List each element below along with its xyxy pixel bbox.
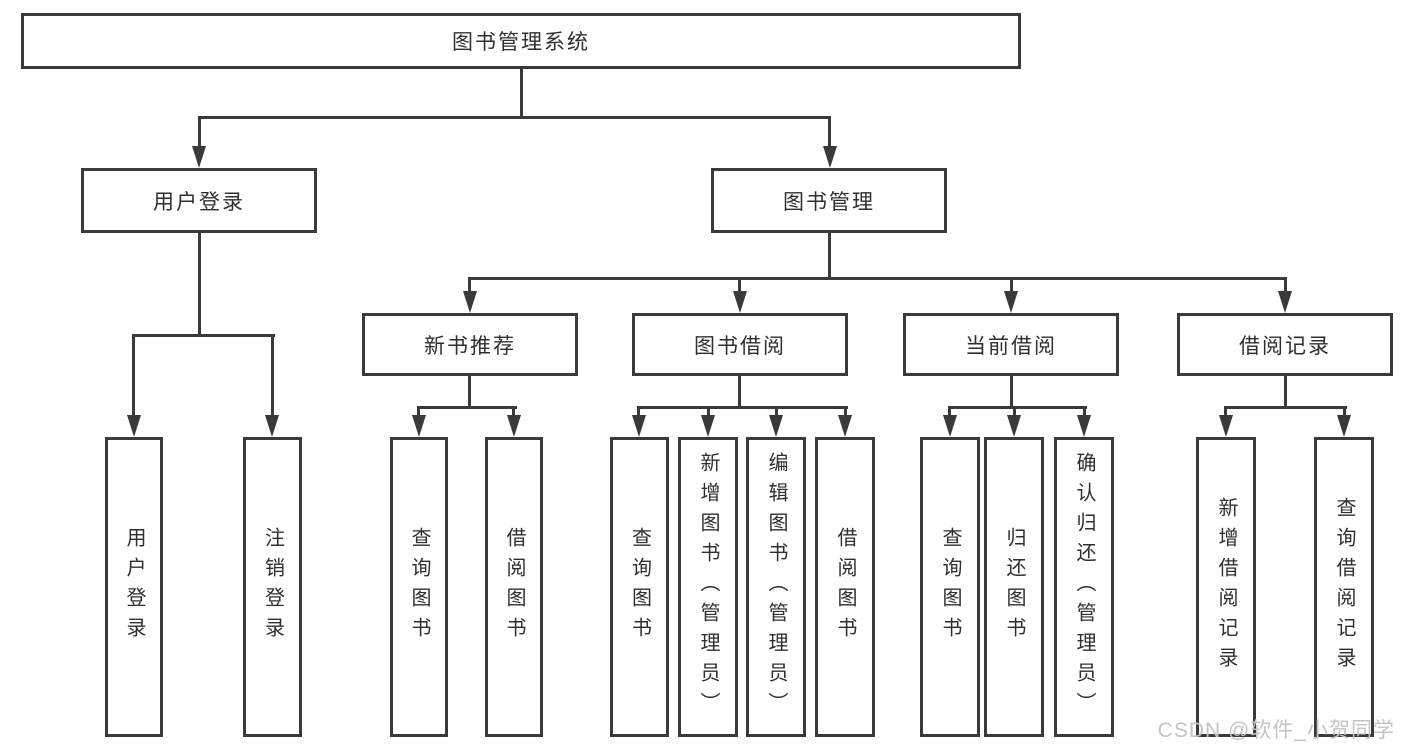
connector-line (828, 116, 831, 150)
connector-line (1284, 376, 1287, 409)
connector-line (132, 334, 135, 419)
leaf-edit-books-admin: 编辑图书（管理员） (746, 437, 806, 737)
leaf-query-books-recommend: 查询图书 (390, 437, 448, 737)
node-label: 借阅记录 (1239, 334, 1331, 358)
node-library-system: 图书管理系统 (21, 13, 1021, 69)
leaf-return-books: 归还图书 (984, 437, 1044, 737)
connector-line (417, 406, 517, 409)
arrow-down-icon (1219, 415, 1233, 437)
connector-line (468, 277, 471, 295)
arrow-down-icon (265, 415, 279, 437)
node-label: 查询图书 (408, 527, 430, 647)
node-label: 查询借阅记录 (1333, 497, 1355, 677)
node-book-borrowing: 图书借阅 (632, 313, 848, 376)
connector-line (512, 406, 515, 418)
connector-line (707, 406, 710, 418)
node-label: 当前借阅 (965, 334, 1057, 358)
connector-line (198, 116, 831, 119)
connector-line (1224, 406, 1347, 409)
connector-line (468, 277, 1287, 280)
connector-line (637, 406, 848, 409)
node-label: 用户登录 (123, 527, 145, 647)
connector-line (417, 406, 420, 418)
leaf-logout: 注销登录 (243, 437, 302, 737)
connector-line (198, 116, 201, 150)
leaf-confirm-return-admin: 确认归还（管理员） (1054, 437, 1114, 737)
connector-line (1013, 406, 1016, 418)
arrow-down-icon (838, 415, 852, 437)
arrow-down-icon (1278, 291, 1292, 313)
leaf-borrow-books-recommend: 借阅图书 (485, 437, 543, 737)
leaf-add-books-admin: 新增图书（管理员） (678, 437, 738, 737)
connector-line (468, 375, 471, 408)
node-label: 确认归还（管理员） (1073, 452, 1095, 722)
node-label: 借阅图书 (503, 527, 525, 647)
node-book-management: 图书管理 (711, 168, 947, 233)
node-label: 图书管理系统 (452, 31, 590, 54)
arrow-down-icon (463, 291, 477, 313)
connector-line (1010, 376, 1013, 409)
connector-line (1284, 277, 1287, 295)
node-label: 用户登录 (153, 190, 245, 214)
leaf-borrow-books-borrowing: 借阅图书 (815, 437, 875, 737)
connector-line (1083, 406, 1086, 418)
watermark: CSDN @软件_小贺同学 (1157, 719, 1395, 742)
connector-line (520, 68, 523, 118)
arrow-down-icon (127, 415, 141, 437)
arrow-down-icon (943, 415, 957, 437)
connector-line (198, 232, 201, 336)
arrow-down-icon (412, 415, 426, 437)
node-label: 查询图书 (628, 527, 651, 647)
node-label: 图书借阅 (694, 334, 786, 358)
node-label: 新增图书（管理员） (697, 452, 719, 722)
leaf-query-books-borrowing: 查询图书 (610, 437, 669, 737)
leaf-add-borrow-record: 新增借阅记录 (1196, 437, 1256, 737)
connector-line (1224, 406, 1227, 418)
connector-line (1010, 277, 1013, 295)
connector-line (1343, 406, 1346, 418)
arrow-down-icon (632, 415, 646, 437)
connector-line (844, 406, 847, 418)
arrow-down-icon (1337, 415, 1351, 437)
connector-line (948, 406, 951, 418)
arrow-down-icon (769, 415, 783, 437)
leaf-query-borrow-record: 查询借阅记录 (1314, 437, 1374, 737)
node-label: 归还图书 (1003, 527, 1025, 647)
arrow-down-icon (1077, 415, 1091, 437)
connector-line (828, 232, 831, 279)
node-label: 注销登录 (261, 527, 284, 647)
node-user-login: 用户登录 (81, 168, 317, 233)
leaf-query-books-current: 查询图书 (920, 437, 980, 737)
connector-line (738, 375, 741, 408)
node-label: 新增借阅记录 (1215, 497, 1237, 677)
node-label: 借阅图书 (834, 527, 856, 647)
arrow-down-icon (701, 415, 715, 437)
arrow-down-icon (823, 146, 837, 168)
node-new-book-recommendation: 新书推荐 (362, 313, 578, 376)
connector-line (738, 277, 741, 295)
node-borrowing-records: 借阅记录 (1177, 313, 1393, 376)
arrow-down-icon (1004, 291, 1018, 313)
arrow-down-icon (733, 291, 747, 313)
connector-line (775, 406, 778, 418)
node-label: 新书推荐 (424, 334, 516, 358)
arrow-down-icon (1007, 415, 1021, 437)
connector-line (948, 406, 1087, 409)
node-current-borrowing: 当前借阅 (903, 313, 1119, 376)
connector-line (637, 406, 640, 418)
arrow-down-icon (507, 415, 521, 437)
connector-line (271, 334, 274, 419)
arrow-down-icon (192, 146, 206, 168)
leaf-user-login: 用户登录 (105, 437, 163, 737)
node-label: 图书管理 (783, 190, 875, 214)
connector-line (132, 334, 275, 337)
node-label: 查询图书 (939, 527, 961, 647)
node-label: 编辑图书（管理员） (765, 452, 787, 722)
